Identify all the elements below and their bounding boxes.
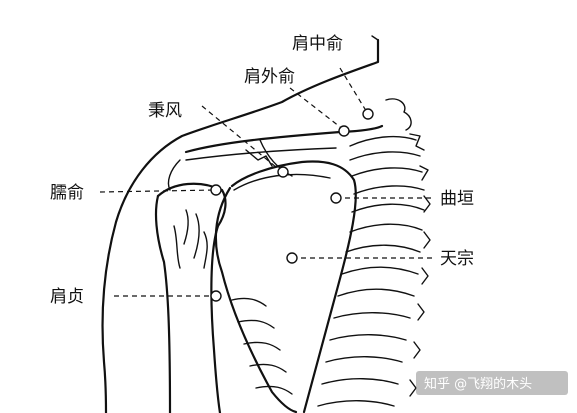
acupoint-jianzhen (210, 290, 222, 302)
acupoint-jianzhongshu (362, 108, 374, 120)
label-quyuan: 曲垣 (440, 189, 474, 209)
label-naoshu: 臑俞 (50, 183, 84, 203)
acupoint-tianzong (286, 252, 298, 264)
acupoint-jianwaishu (338, 125, 350, 137)
humerus (154, 182, 227, 413)
acupoint-quyuan (330, 192, 342, 204)
label-jianzhen: 肩贞 (50, 287, 84, 307)
watermark: 知乎 @飞翔的木头 (416, 371, 568, 395)
leader-lines (99, 67, 434, 297)
labels: 肩中俞 肩外俞 秉风 臑俞 曲垣 天宗 肩贞 (50, 34, 474, 307)
label-jianwaishu: 肩外俞 (244, 67, 295, 87)
spine (385, 98, 431, 397)
clavicle (167, 124, 384, 191)
label-jianzhongshu: 肩中俞 (292, 34, 343, 54)
label-bingfeng: 秉风 (148, 101, 182, 121)
label-tianzong: 天宗 (440, 249, 474, 269)
acupoint-naoshu (210, 184, 222, 196)
ribs (231, 135, 425, 407)
watermark-text: 知乎 @飞翔的木头 (424, 376, 532, 392)
acupoint-bingfeng (277, 166, 289, 178)
acupoints (210, 108, 374, 302)
body-outline (101, 35, 380, 413)
